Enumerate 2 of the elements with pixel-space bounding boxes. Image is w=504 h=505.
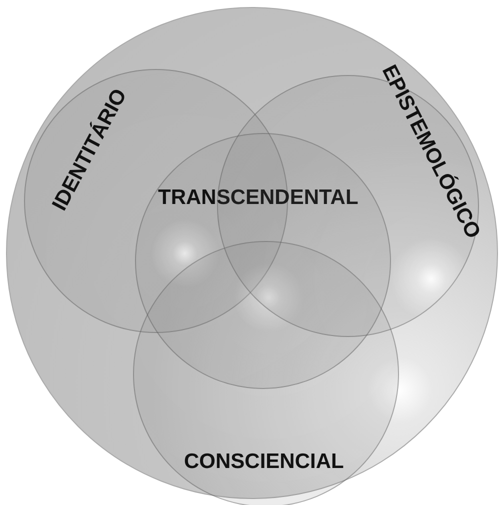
set-label: TRANSCENDENTAL bbox=[158, 186, 358, 210]
set-label: CONSCIENCIAL bbox=[184, 450, 344, 474]
